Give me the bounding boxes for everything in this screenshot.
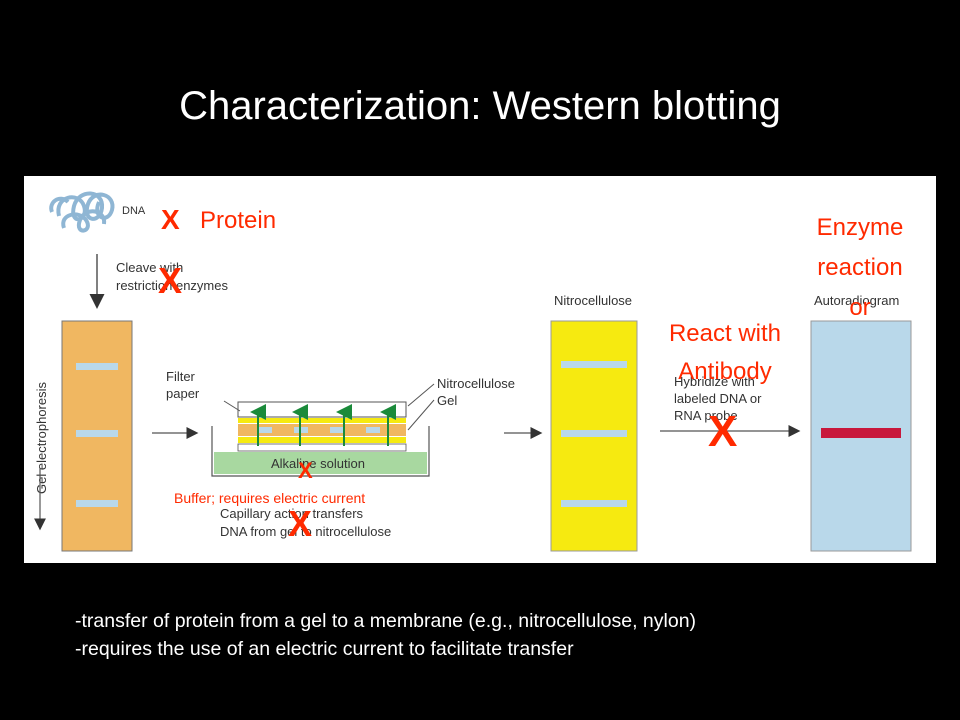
dna-coil-icon [49,191,115,233]
dna-label: DNA [122,205,146,217]
nitro-band-3 [561,500,627,507]
autoradiogram-label: Autoradiogram [814,293,899,308]
enzyme-text-1: Enzyme [817,214,904,241]
slide-title: Characterization: Western blotting [179,84,781,128]
nitrocellulose-small-label: Nitrocellulose [437,376,515,391]
hybridize-text-2: labeled DNA or [674,391,762,406]
gel-band-1 [76,363,118,370]
bullet-item-2: -requires the use of an electric current… [75,638,574,660]
x-mark-dna: X [161,204,180,235]
enzyme-text-3: or [849,294,870,321]
x-mark-capillary: X [288,503,312,544]
filter-text-2: paper [166,386,200,401]
react-text-1: React with [669,320,781,347]
autoradiogram-band [821,428,901,438]
react-text-2: Antibody [678,358,771,385]
nitro-band-2 [561,430,627,437]
nitro-band-1 [561,361,627,368]
filter-text-1: Filter [166,369,196,384]
diagram-svg: DNA Cleave with restriction enzymes Gel … [34,191,912,552]
buffer-note: Buffer; requires electric current [174,490,365,506]
bullet-list: -transfer of protein from a gel to a mem… [75,607,696,663]
gel-small-label: Gel [437,393,457,408]
enzyme-text-2: reaction [817,254,902,281]
capillary-text-1: Capillary action transfers [220,506,364,521]
alkaline-solution-label: Alkaline solution [271,456,365,471]
western-blot-diagram: DNA Cleave with restriction enzymes Gel … [24,176,936,563]
cleave-text-2: restriction enzymes [116,278,228,293]
capillary-text-2: DNA from gel to nitrocellulose [220,524,391,539]
hybridize-text-3: RNA probe [674,408,738,423]
x-mark-hybridize: X [708,407,737,456]
bullet-item-1: -transfer of protein from a gel to a mem… [75,610,697,632]
gel-electrophoresis-label: Gel electrophoresis [34,382,49,494]
x-mark-cleave: X [158,260,182,301]
transfer-apparatus [211,383,435,477]
protein-label: Protein [200,207,276,234]
gel-band-3 [76,500,118,507]
hybridize-text-1: Hybridize with [674,374,755,389]
cleave-text-1: Cleave with [116,260,183,275]
x-mark-alkaline: X [298,458,313,483]
gel-band-2 [76,430,118,437]
nitrocellulose-label: Nitrocellulose [554,293,632,308]
